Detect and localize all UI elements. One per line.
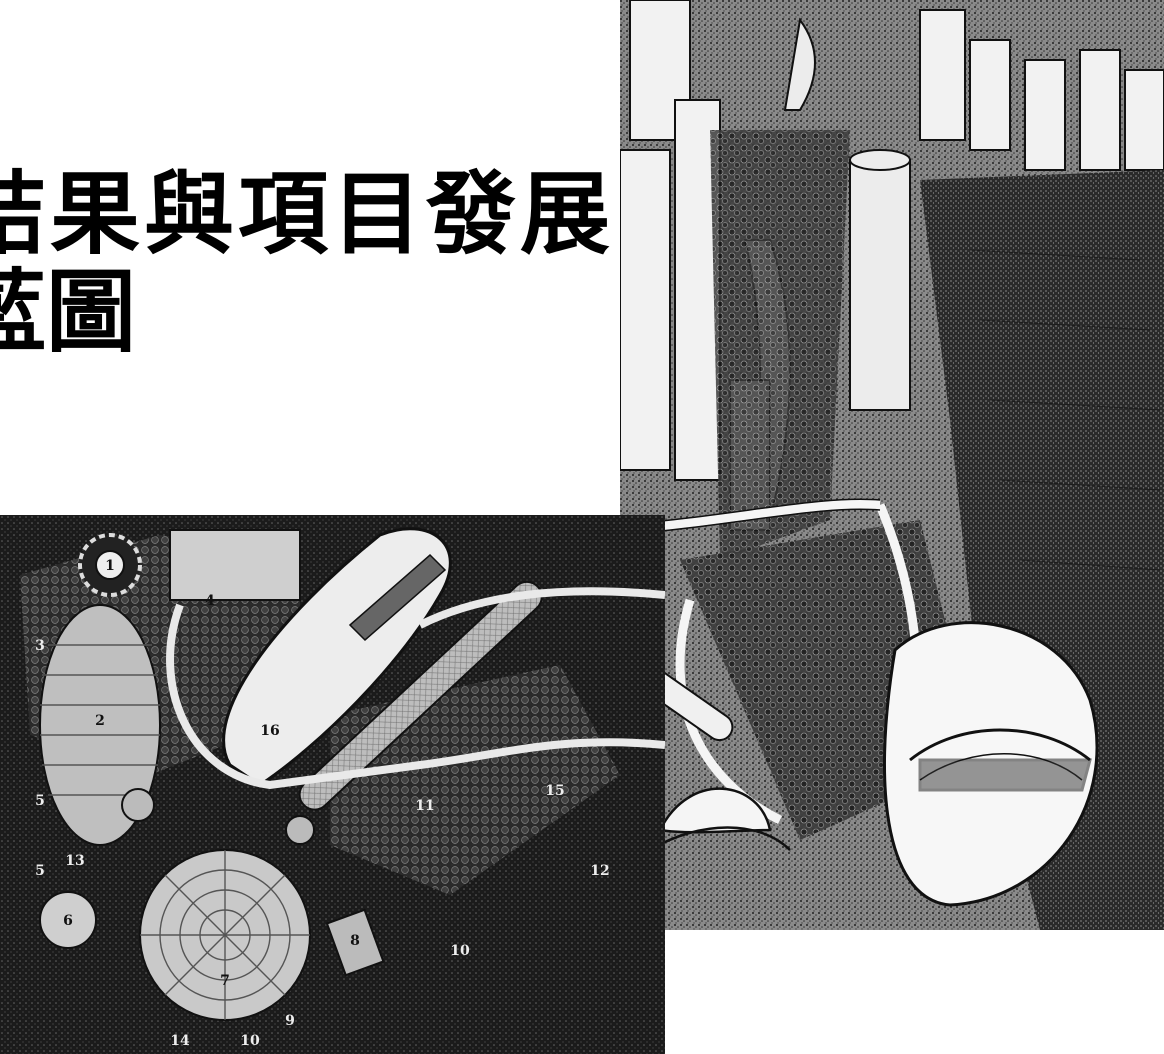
plan-label-1: 1 [105,558,115,574]
site-plan-drawing: 1 2 3 4 5 5 6 7 8 9 10 10 11 12 13 14 15… [0,515,665,1054]
plan-label-2: 2 [95,713,105,729]
plan-label-7: 7 [220,973,230,989]
plan-label-12: 12 [590,863,609,879]
plan-label-10a: 10 [450,943,470,959]
page-title-line-2: 藍圖 [0,260,136,365]
plan-label-16: 16 [260,723,279,739]
plan-label-3: 3 [35,638,45,654]
plan-label-5b: 5 [35,863,45,879]
plan-label-8: 8 [350,933,360,949]
aerial-render-drawing [620,0,1164,930]
plan-label-10b: 10 [240,1033,260,1049]
plan-label-11: 11 [415,798,434,814]
plan-label-15: 15 [545,783,564,799]
plan-label-9: 9 [285,1013,295,1029]
plan-label-6: 6 [63,913,73,929]
plan-label-5a: 5 [35,793,45,809]
plan-label-4: 4 [205,593,215,609]
plan-label-14: 14 [170,1033,190,1049]
aerial-render-image [620,0,1164,930]
site-plan-image: 1 2 3 4 5 5 6 7 8 9 10 10 11 12 13 14 15… [0,515,665,1054]
page-title-line-1: 結果與項目發展 [0,162,614,267]
plan-label-13: 13 [65,853,84,869]
